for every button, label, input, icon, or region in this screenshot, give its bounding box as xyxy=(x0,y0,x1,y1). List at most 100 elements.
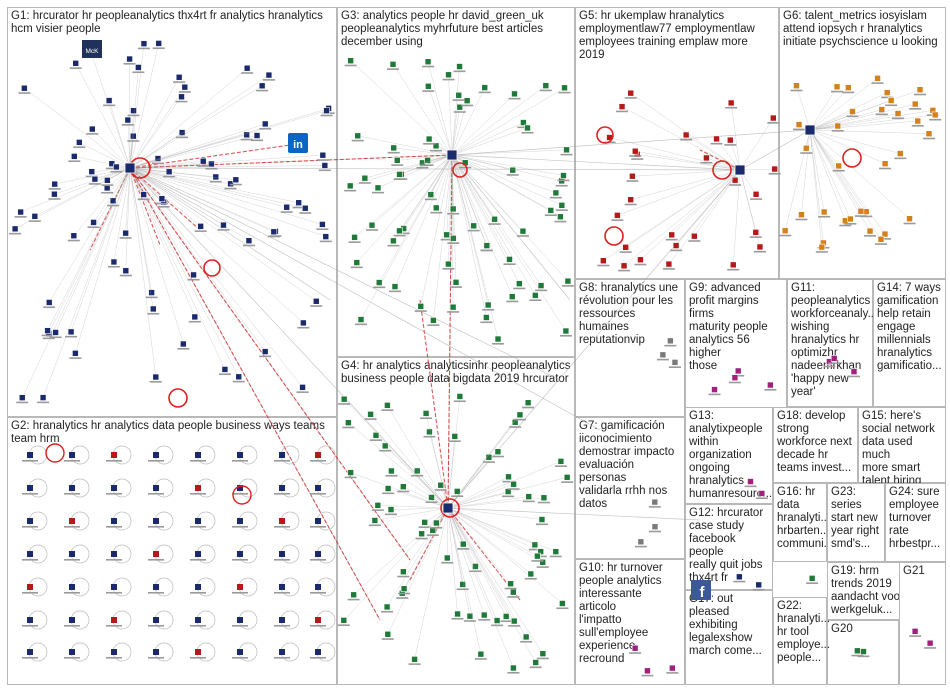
node-g5-14 xyxy=(727,99,735,107)
linkedin-icon-text: in xyxy=(293,139,303,151)
edge-g3-31 xyxy=(451,154,536,296)
g2-node-label-23 xyxy=(310,526,326,528)
node-label-g1-14 xyxy=(157,206,170,208)
node-label-g3-26 xyxy=(442,268,455,270)
node-g4-61 xyxy=(433,519,440,527)
g2-node-4 xyxy=(195,452,201,458)
node-label-g3-63 xyxy=(387,244,400,247)
node-g4-20 xyxy=(502,613,510,620)
edge-g4-16 xyxy=(447,507,476,567)
node-label-g3-65 xyxy=(393,234,406,237)
g2-node-label-55 xyxy=(310,657,326,659)
node-g6-28 xyxy=(911,100,919,108)
edge-g1-51 xyxy=(34,167,131,217)
node-label-g1-75 xyxy=(163,175,176,178)
edge-g3-22 xyxy=(451,66,460,156)
node-label-g3-12 xyxy=(506,174,519,176)
node-g1-84 xyxy=(261,120,269,128)
node-label-g13-1 xyxy=(755,497,768,500)
node-g4-64 xyxy=(534,552,541,560)
edge-g5-2 xyxy=(739,117,774,171)
edge-g1-69 xyxy=(129,167,224,226)
node-g6-29 xyxy=(845,84,852,91)
edge-g1-63 xyxy=(129,67,139,169)
g2-node-label-34 xyxy=(106,592,122,594)
edge-g4-43 xyxy=(447,507,527,638)
node-label-g3-13 xyxy=(554,220,567,223)
node-label-g6-24 xyxy=(846,115,859,118)
node-g4-65 xyxy=(384,402,391,409)
self-loop-5 xyxy=(604,226,624,246)
node-g4-31 xyxy=(411,656,418,663)
edge-g6-17 xyxy=(809,129,901,154)
node-label-g19-1 xyxy=(851,654,864,657)
node-label-g4-4 xyxy=(423,435,436,438)
node-label-g6-33 xyxy=(790,89,803,92)
edge-long-12 xyxy=(739,129,811,171)
node-g3-51 xyxy=(425,135,433,143)
node-label-g4-5 xyxy=(371,509,384,511)
node-label-g1-22 xyxy=(123,63,136,65)
node-label-g6-3 xyxy=(831,90,844,93)
edge-red-4 xyxy=(129,167,411,561)
node-g4-14 xyxy=(459,581,466,588)
node-label-g1-46 xyxy=(242,244,255,247)
node-label-g4-49 xyxy=(522,406,535,409)
node-g4-40 xyxy=(540,494,548,502)
edge-g5-5 xyxy=(617,169,741,216)
node-g4-12 xyxy=(563,474,571,481)
edge-g1-13 xyxy=(129,167,287,208)
node-label-g3-0 xyxy=(453,111,466,113)
node-label-g4-57 xyxy=(507,488,520,490)
node-g3-50 xyxy=(564,277,572,285)
node-label-g3-37 xyxy=(414,310,427,312)
node-g4-55 xyxy=(367,411,374,418)
g2-node-label-41 xyxy=(64,625,80,627)
node-label-g1-2 xyxy=(127,114,140,117)
node-g19-0 xyxy=(860,648,867,655)
g2-node-51 xyxy=(153,649,159,655)
node-g1-12 xyxy=(181,83,189,91)
edge-g3-38 xyxy=(451,154,562,182)
group-label-g21: G21 xyxy=(903,565,925,577)
node-label-g6-12 xyxy=(875,113,888,116)
edge-red-2 xyxy=(89,167,131,251)
node-g1-57 xyxy=(88,168,96,175)
node-label-g11-1 xyxy=(847,375,860,378)
node-label-g4-29 xyxy=(418,526,431,528)
node-label-g8-0 xyxy=(656,358,669,361)
node-label-g5-24 xyxy=(700,161,713,164)
edge-g5-26 xyxy=(671,169,741,236)
edge-g5-14 xyxy=(730,102,741,171)
node-label-g4-58 xyxy=(338,403,351,405)
node-g3-6 xyxy=(561,84,568,92)
edge-g1-17 xyxy=(129,167,304,324)
edge-g3-43 xyxy=(451,154,495,220)
edge-g3-44 xyxy=(451,87,485,156)
node-g3-37 xyxy=(417,303,425,310)
node-g4-60 xyxy=(477,650,485,658)
node-g4-28 xyxy=(383,603,391,611)
edge-g5-18 xyxy=(632,169,741,177)
node-label-g1-13 xyxy=(280,211,293,213)
edge-g3-0 xyxy=(451,107,460,156)
edge-red-3 xyxy=(129,167,161,246)
node-label-g4-17 xyxy=(398,592,411,595)
g2-node-label-15 xyxy=(310,493,326,495)
node-g6-3 xyxy=(833,83,841,91)
node-label-g3-18 xyxy=(467,229,480,232)
node-label-g4-53 xyxy=(556,607,569,610)
node-g3-21 xyxy=(450,235,457,242)
edge-g4-62 xyxy=(447,414,521,509)
edge-g1-35 xyxy=(24,88,131,169)
g2-node-label-45 xyxy=(232,625,248,627)
node-g3-28 xyxy=(351,234,358,241)
node-g4-57 xyxy=(510,480,517,488)
mckinsey-icon xyxy=(82,40,102,58)
node-label-g1-20 xyxy=(127,140,140,142)
node-label-g4-12 xyxy=(561,481,574,483)
node-label-g1-27 xyxy=(37,401,50,404)
node-g6-27 xyxy=(857,207,865,215)
node-g1-50 xyxy=(190,271,197,279)
node-g1-3 xyxy=(319,221,326,228)
